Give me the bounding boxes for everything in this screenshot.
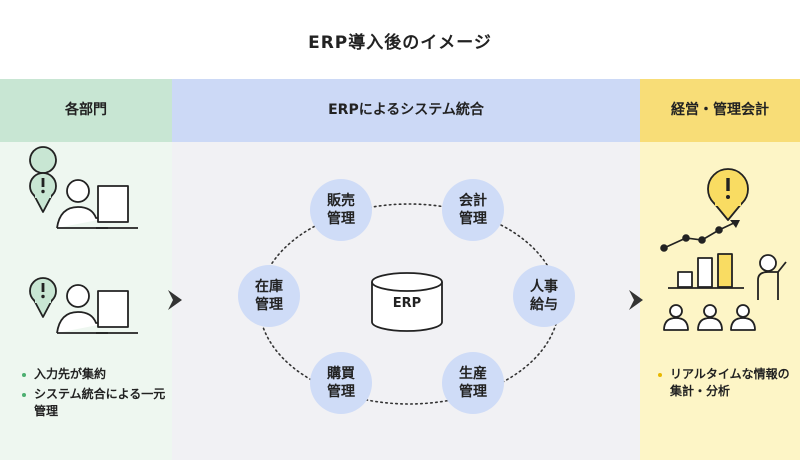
node-label-line2: 給与 [530, 297, 558, 313]
node-circle-hr [513, 265, 575, 327]
management-benefits-list: リアルタイムな情報の集計・分析 [656, 366, 800, 403]
list-item: システム統合による一元管理 [20, 386, 170, 420]
worker-at-computer-icon [56, 284, 138, 334]
trend-line-icon [660, 220, 740, 252]
node-label-line1: 生産 [459, 366, 487, 382]
list-item: 入力先が集約 [20, 366, 170, 383]
node-label-line2: 管理 [255, 297, 283, 313]
node-label-line1: 会計 [459, 193, 487, 209]
chevron-right-icon [168, 290, 182, 310]
departments-benefits-list: 入力先が集約 システム統合による一元管理 [20, 366, 170, 423]
bullet-dot [22, 393, 26, 397]
alert-icon [29, 277, 57, 318]
chevron-right-icon [629, 290, 643, 310]
list-item-text: システム統合による一元管理 [34, 387, 166, 418]
presenter-icon [757, 254, 787, 300]
alert-icon [29, 172, 57, 213]
node-label-line2: 管理 [459, 384, 487, 400]
node-inventory: 在庫 管理 [238, 278, 300, 314]
node-production: 生産 管理 [442, 365, 504, 401]
database-icon [371, 272, 443, 332]
node-label-line1: 人事 [530, 279, 558, 295]
bar-chart-icon [668, 253, 744, 289]
node-circle-purchasing [310, 352, 372, 414]
node-label-line1: 在庫 [255, 279, 283, 295]
list-item-text: 入力先が集約 [34, 367, 107, 381]
column-header-departments: 各部門 [0, 79, 172, 142]
node-purchasing: 購買 管理 [310, 365, 372, 401]
node-circle-accounting [442, 179, 504, 241]
node-circle-sales [310, 179, 372, 241]
page-title: ERP導入後のイメージ [308, 33, 492, 53]
column-header-erp-integration: ERPによるシステム統合 [172, 79, 640, 142]
bullet-dot [658, 373, 662, 377]
alert-icon [707, 168, 749, 221]
node-circle-inventory [238, 265, 300, 327]
node-label-line2: 管理 [327, 211, 355, 227]
node-label-line2: 管理 [459, 211, 487, 227]
node-label-line1: 販売 [327, 193, 355, 209]
audience-icon [663, 304, 756, 331]
column-header-management-accounting: 経営・管理会計 [640, 79, 800, 142]
node-accounting: 会計 管理 [442, 192, 504, 228]
database-label: ERP [392, 296, 422, 311]
node-label-line1: 購買 [327, 366, 355, 382]
list-item-text: リアルタイムな情報の集計・分析 [670, 367, 790, 398]
bullet-dot [22, 373, 26, 377]
node-label-line2: 管理 [327, 384, 355, 400]
node-hr: 人事 給与 [513, 278, 575, 314]
node-sales: 販売 管理 [310, 192, 372, 228]
list-item: リアルタイムな情報の集計・分析 [656, 366, 800, 400]
node-circle-production [442, 352, 504, 414]
